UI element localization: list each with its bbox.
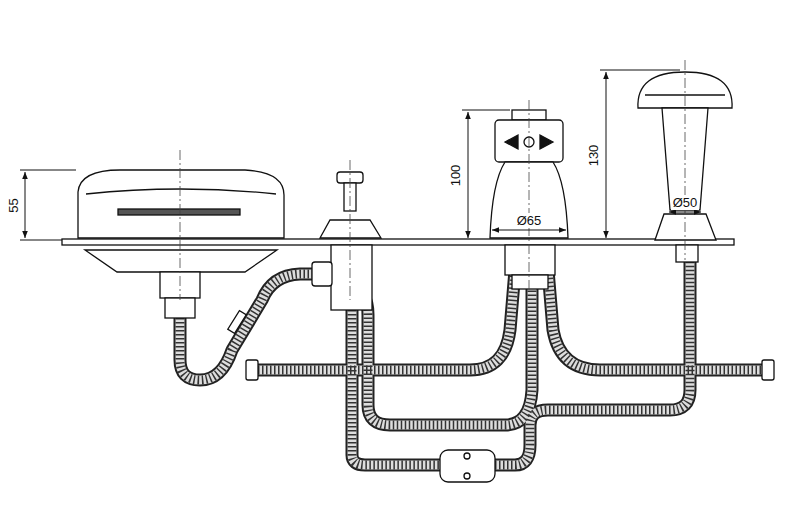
- dimension-label: 130: [586, 142, 601, 168]
- dimension-label: 55: [6, 196, 21, 214]
- dimension-label: Ø65: [515, 213, 544, 228]
- dimension-label: Ø50: [671, 195, 700, 210]
- dimension-label: 100: [448, 162, 463, 188]
